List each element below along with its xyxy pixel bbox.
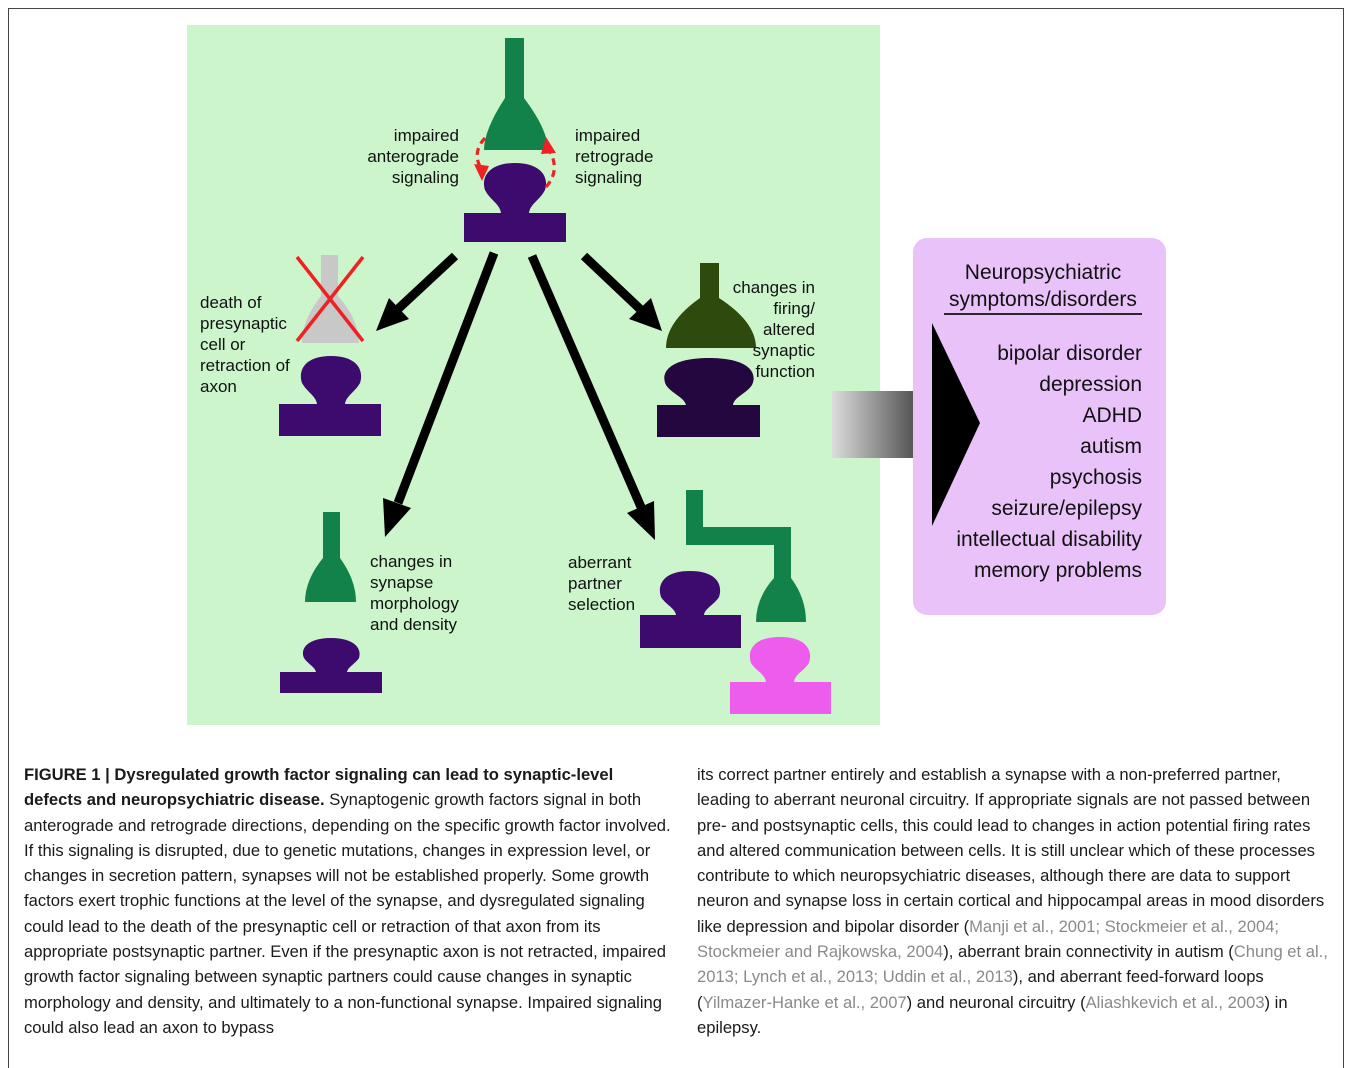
caption-right-text: ) and neuronal circuitry ( (906, 992, 1086, 1012)
label-morphology-line-0: changes in (370, 552, 452, 571)
figure-frame (8, 8, 1344, 1068)
disorder-item: depression (1039, 373, 1142, 396)
label-firing-line-0: changes in (733, 278, 815, 297)
arrow-to-firing (580, 252, 662, 331)
label-partner-line-1: partner (568, 574, 622, 593)
label-morphology-line-1: synapse (370, 573, 433, 592)
caption-right-text: ) in epilepsy. (697, 992, 1288, 1037)
retrograde-dashed-arrow (541, 137, 556, 189)
label-retrograde-line-1: retrograde (575, 147, 653, 166)
death-postsynaptic-spine (279, 356, 381, 436)
arrow-to-death (376, 252, 459, 331)
figure-diagram: impaired anterograde signaling impaired retr… (187, 25, 1166, 725)
label-death-line-2: cell or (200, 335, 246, 354)
label-death-line-4: axon (200, 377, 237, 396)
disorder-item: ADHD (1082, 404, 1142, 427)
wrong-partner-postsynaptic-spine (730, 637, 831, 714)
citation-link[interactable]: Aliashkevich et al., 2003 (1085, 992, 1265, 1012)
top-presynaptic-terminal (484, 38, 548, 150)
arrow-to-morphology (383, 251, 499, 537)
label-anterograde-line-2: signaling (392, 168, 459, 187)
figure-label: FIGURE 1 | Dysregulated growth factor si… (24, 765, 614, 810)
disorder-item: intellectual disability (956, 528, 1142, 551)
label-anterograde-line-1: anterograde (367, 147, 459, 166)
label-partner-line-2: selection (568, 595, 635, 614)
disorders-title-line1: Neuropsychiatric (965, 261, 1121, 284)
label-firing-line-4: function (755, 362, 815, 381)
label-retrograde-line-0: impaired (575, 126, 640, 145)
disorders-title-line2: symptoms/disorders (949, 288, 1137, 311)
original-postsynaptic-spine (640, 571, 741, 648)
label-retrograde-line-2: signaling (575, 168, 642, 187)
morphology-postsynaptic-spine (280, 638, 382, 693)
disorder-item: autism (1080, 435, 1142, 458)
caption-left-text: Synaptogenic growth factors signal in bo… (24, 790, 671, 1037)
label-death-line-0: death of (200, 293, 262, 312)
anterograde-dashed-arrow (474, 136, 489, 181)
label-morphology-line-2: morphology (370, 594, 459, 613)
partner-presynaptic-axon (686, 490, 806, 622)
caption-left-column: FIGURE 1 | Dysregulated growth factor si… (24, 762, 674, 1040)
disorder-item: seizure/epilepsy (991, 497, 1142, 520)
label-firing-line-3: synaptic (753, 341, 816, 360)
caption-right-text: ), aberrant brain connectivity in autism… (943, 942, 1234, 962)
firing-presynaptic-terminal (666, 263, 756, 348)
label-morphology-line-3: and density (370, 615, 457, 634)
disorders-box-arrowhead (932, 323, 980, 526)
disorders-box (913, 238, 1166, 615)
citation-link[interactable]: Manji et al., 2001; Stockmeier et al., 2… (697, 916, 1280, 962)
caption-right-column: its correct partner entirely and establi… (697, 762, 1337, 1040)
label-firing-line-1: firing/ (773, 299, 815, 318)
morphology-presynaptic-terminal (305, 512, 356, 602)
caption-right-text: its correct partner entirely and establi… (697, 765, 1325, 936)
label-partner-line-0: aberrant (568, 553, 632, 572)
label-anterograde-line-0: impaired (394, 126, 459, 145)
caption-right-text: ), and aberrant feed-forward loops ( (697, 967, 1264, 1012)
citation-link[interactable]: Chung et al., 2013; Lynch et al., 2013; … (697, 942, 1328, 987)
top-postsynaptic-spine (464, 163, 566, 242)
firing-postsynaptic-spine (657, 358, 760, 437)
citation-link[interactable]: Yilmazer-Hanke et al., 2007 (702, 992, 907, 1012)
disorder-item: memory problems (974, 559, 1142, 582)
dead-presynaptic-terminal (295, 255, 365, 343)
arrow-to-partner (527, 254, 655, 540)
label-death-line-1: presynaptic (200, 314, 287, 333)
label-firing-line-2: altered (763, 320, 815, 339)
label-death-line-3: retraction of (200, 356, 290, 375)
disorder-item: psychosis (1050, 466, 1142, 489)
disorder-item: bipolar disorder (997, 342, 1142, 365)
